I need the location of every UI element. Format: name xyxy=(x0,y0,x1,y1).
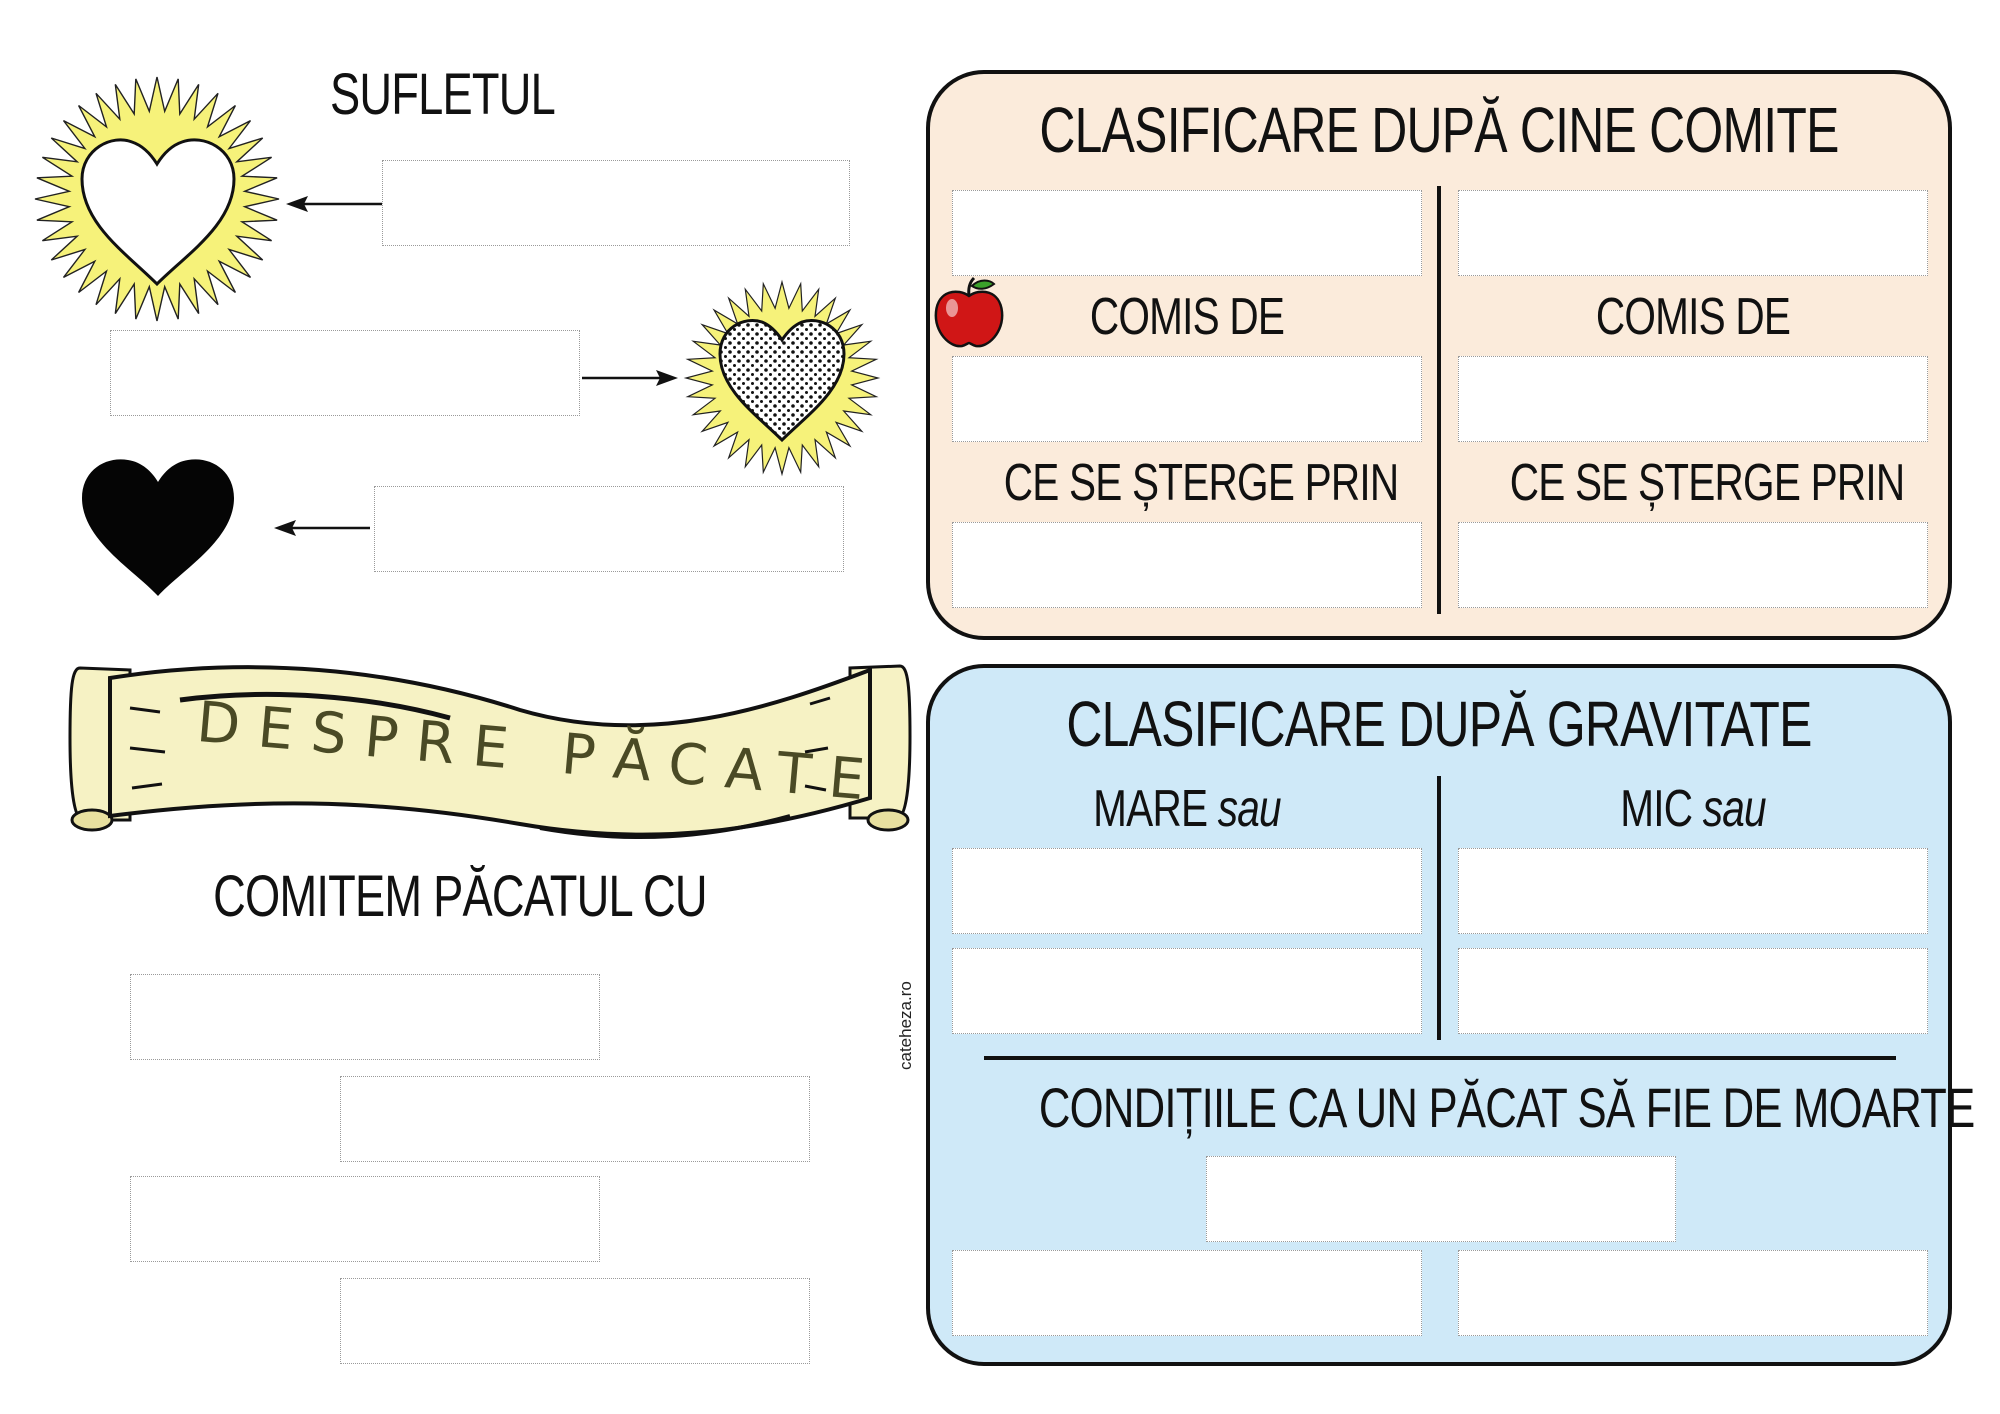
gravity-col2-word: MIC xyxy=(1620,780,1693,838)
soul-answer-box-1[interactable] xyxy=(382,160,850,246)
conditions-box-2[interactable] xyxy=(952,1250,1422,1336)
conditions-separator xyxy=(984,1056,1896,1060)
panel-gravity-title: CLASIFICARE DUPĂ GRAVITATE xyxy=(1066,688,1812,760)
who-col2-committed-by: COMIS DE xyxy=(1595,288,1791,346)
arrow-left-2 xyxy=(274,520,370,536)
who-col2-box-2[interactable] xyxy=(1458,356,1928,442)
gravity-col2-header: MIC sau xyxy=(1510,778,1877,840)
radiant-heart-icon xyxy=(34,76,280,322)
panel-who-title: CLASIFICARE DUPĂ CINE COMITE xyxy=(1039,94,1839,166)
apple-icon xyxy=(934,276,1004,348)
commit-answer-box-4[interactable] xyxy=(340,1278,810,1364)
scroll-banner xyxy=(68,664,912,840)
arrow-right-1 xyxy=(582,370,678,386)
gravity-col2-box-1[interactable] xyxy=(1458,848,1928,934)
commit-title: COMITEM PĂCATUL CU xyxy=(213,864,707,929)
gravity-col1-word: MARE xyxy=(1093,780,1208,838)
gravity-col1-box-2[interactable] xyxy=(952,948,1422,1034)
conditions-box-1[interactable] xyxy=(1206,1156,1676,1242)
soul-answer-box-3[interactable] xyxy=(374,486,844,572)
arrow-left-1 xyxy=(286,196,382,212)
who-col2-box-1[interactable] xyxy=(1458,190,1928,276)
gravity-col1-box-1[interactable] xyxy=(952,848,1422,934)
commit-answer-box-3[interactable] xyxy=(130,1176,600,1262)
soul-title: SUFLETUL xyxy=(330,62,556,127)
soul-answer-box-2[interactable] xyxy=(110,330,580,416)
who-col1-box-2[interactable] xyxy=(952,356,1422,442)
gravity-col2-or: sau xyxy=(1702,780,1767,838)
commit-answer-box-2[interactable] xyxy=(340,1076,810,1162)
gravity-col1-or: sau xyxy=(1217,780,1282,838)
commit-answer-box-1[interactable] xyxy=(130,974,600,1060)
panel-who-divider xyxy=(1437,186,1441,614)
conditions-title: CONDIȚIILE CA UN PĂCAT SĂ FIE DE MOARTE xyxy=(1038,1076,1975,1139)
who-col1-erased-by: CE SE ȘTERGE PRIN xyxy=(1003,454,1399,512)
panel-gravity-divider xyxy=(1437,776,1441,1040)
black-heart-icon xyxy=(82,459,234,596)
spotted-heart-icon xyxy=(683,279,881,477)
gravity-col1-header: MARE sau xyxy=(1004,778,1371,840)
who-col1-box-1[interactable] xyxy=(952,190,1422,276)
who-col1-box-3[interactable] xyxy=(952,522,1422,608)
gravity-col2-box-2[interactable] xyxy=(1458,948,1928,1034)
who-col1-committed-by: COMIS DE xyxy=(1089,288,1285,346)
who-col2-erased-by: CE SE ȘTERGE PRIN xyxy=(1509,454,1905,512)
who-col2-box-3[interactable] xyxy=(1458,522,1928,608)
site-credit: cateheza.ro xyxy=(896,981,915,1070)
conditions-box-3[interactable] xyxy=(1458,1250,1928,1336)
